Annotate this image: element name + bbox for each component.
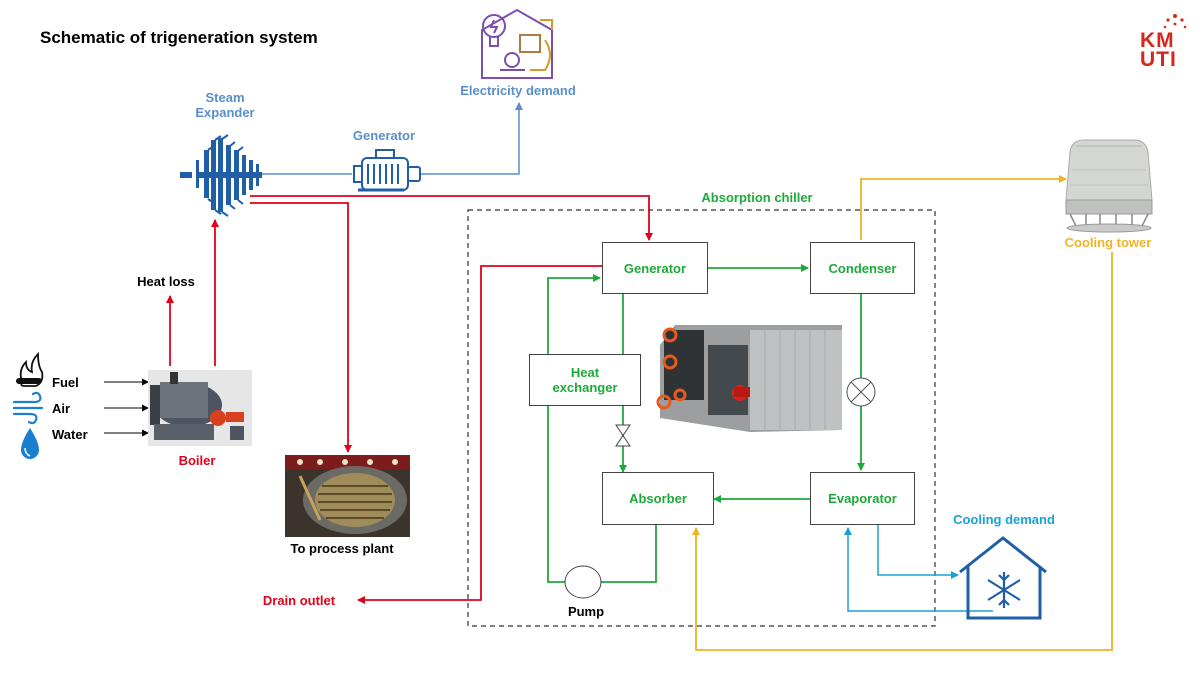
to-process-plant-label: To process plant — [290, 541, 394, 556]
steam-expander-icon — [180, 134, 262, 217]
pump-icon — [564, 565, 602, 599]
boiler-icon — [148, 370, 252, 446]
electricity-demand-label: Electricity demand — [460, 83, 576, 98]
throttle-valve-icon — [615, 424, 631, 447]
steam-lines — [166, 195, 653, 604]
process-plant-icon — [285, 455, 410, 537]
cooling-demand-label: Cooling demand — [953, 512, 1055, 527]
steam-expander-label-line2: Expander — [195, 105, 255, 120]
generator-label: Generator — [352, 128, 416, 143]
boiler-label: Boiler — [178, 453, 216, 468]
kmutt-logo: KM UTI — [1140, 29, 1177, 71]
fuel-icon — [16, 351, 44, 387]
condenser-box: Condenser — [810, 242, 915, 294]
generator-icon — [353, 149, 421, 192]
drain-outlet-label: Drain outlet — [262, 593, 336, 608]
generator-to-electricity-demand — [420, 102, 523, 175]
evaporator-box: Evaporator — [810, 472, 915, 525]
heat-loss-label: Heat loss — [137, 274, 195, 289]
water-icon — [21, 428, 39, 459]
electric-lines — [250, 102, 523, 175]
logo-line-2: UTI — [1140, 48, 1177, 71]
cooling-demand-icon — [959, 536, 1047, 620]
page-title: Schematic of trigeneration system — [40, 28, 318, 47]
water-label: Water — [52, 427, 88, 442]
absorber-box: Absorber — [602, 472, 714, 525]
heat-exchanger-label-line2: exchanger — [552, 380, 618, 395]
boiler-input-arrows — [104, 378, 149, 437]
steam-expander-label-line1: Steam — [205, 90, 245, 105]
logo-spark-icon — [1163, 14, 1187, 29]
fuel-label: Fuel — [52, 375, 79, 390]
air-icon — [12, 391, 44, 425]
cooling-demand-return — [844, 527, 993, 612]
heat-exchanger-label-line1: Heat — [570, 365, 600, 380]
logo-line-1: KM — [1140, 29, 1175, 52]
steam-to-chiller-generator — [250, 195, 653, 241]
absorption-chiller-boundary — [467, 209, 936, 627]
absorption-chiller-machine-icon — [656, 325, 842, 432]
cooling-tower-label: Cooling tower — [1064, 235, 1152, 250]
absorption-chiller-label: Absorption chiller — [701, 190, 813, 205]
heat-exchanger-box: Heat exchanger — [529, 354, 641, 406]
pump-label: Pump — [567, 604, 605, 619]
electricity-demand-icon — [481, 8, 553, 79]
condenser-to-cooling-tower — [860, 175, 1067, 240]
evaporator-to-cooling-demand — [877, 525, 959, 579]
expansion-valve-icon — [846, 377, 876, 407]
drain-outlet-line — [357, 265, 602, 604]
pump-to-generator — [547, 274, 601, 583]
air-label: Air — [52, 401, 71, 416]
generator-box: Generator — [602, 242, 708, 294]
chilled-water-lines — [844, 525, 993, 612]
steam-expander-label: Steam Expander — [195, 90, 254, 120]
steam-to-process-plant — [250, 202, 352, 453]
cooling-water-lines — [692, 175, 1113, 651]
absorber-to-pump — [601, 525, 657, 583]
cooling-tower-return — [692, 252, 1113, 651]
cooling-tower-icon — [1065, 139, 1153, 233]
